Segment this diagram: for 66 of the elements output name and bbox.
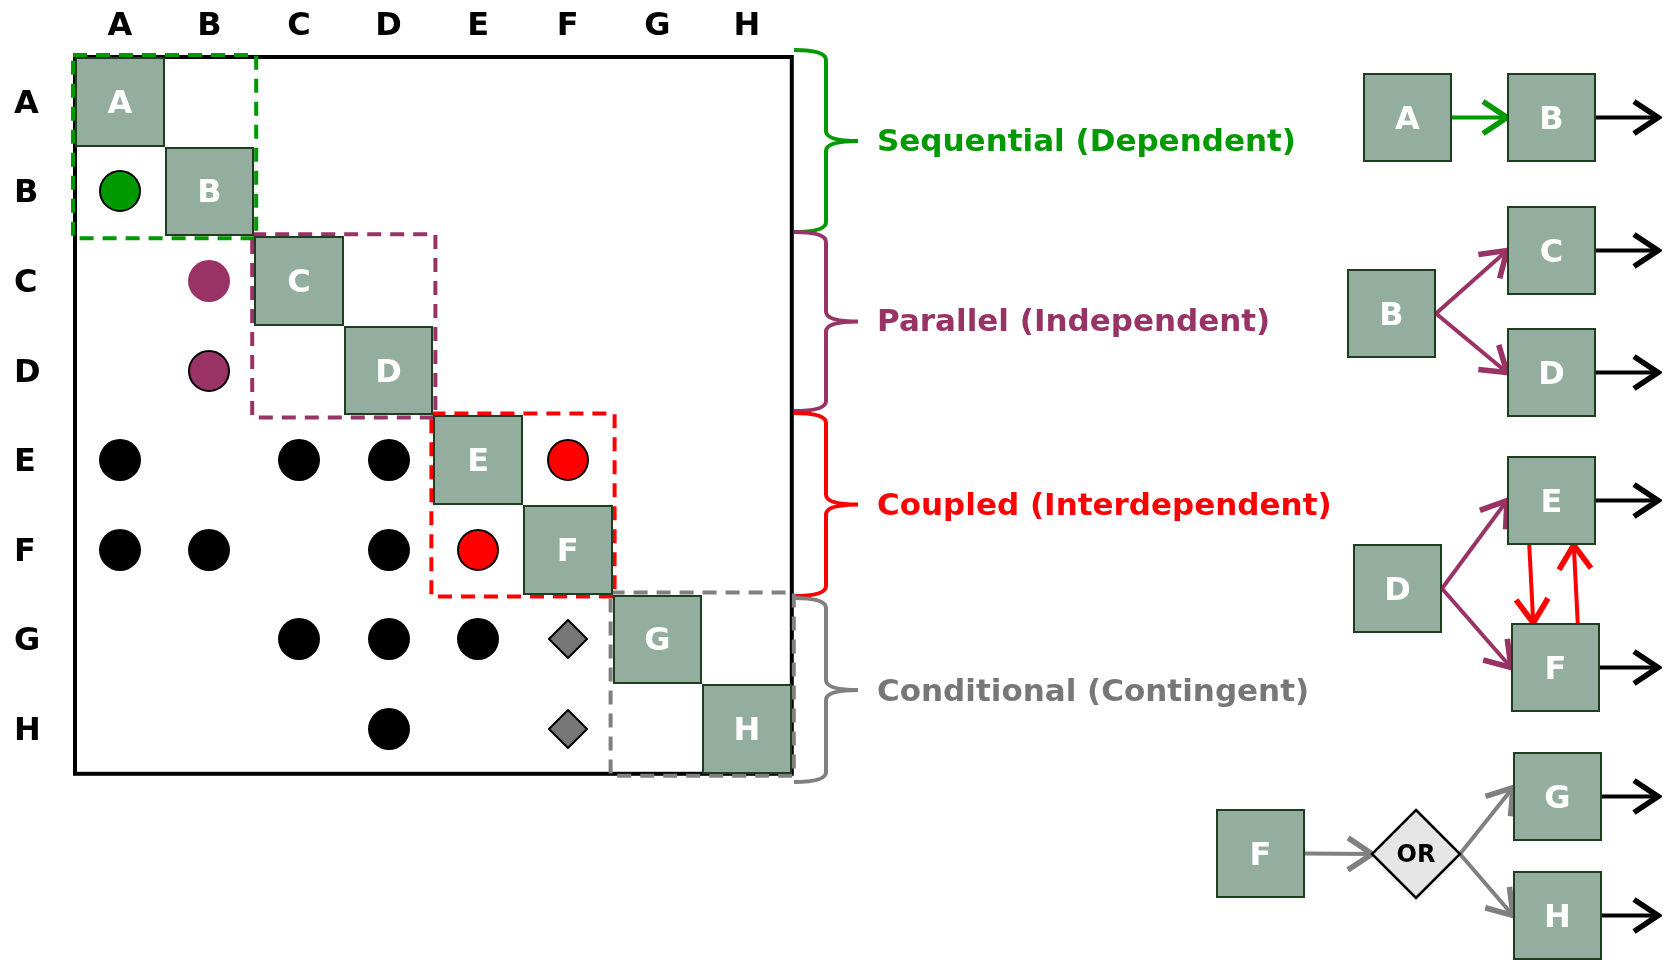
task-box: A: [1363, 73, 1452, 162]
dependency-dot: [367, 528, 410, 571]
task-box: F: [523, 505, 613, 595]
column-header: A: [107, 8, 133, 40]
arrow: [1305, 835, 1375, 873]
task-box: H: [702, 684, 792, 774]
arrow: [1596, 353, 1661, 392]
task-box: F: [1511, 623, 1600, 712]
row-header: D: [14, 354, 41, 387]
arrow: [1602, 777, 1661, 816]
task-box: D: [1507, 328, 1596, 417]
column-header: E: [467, 8, 490, 40]
dependency-dot: [278, 618, 320, 661]
row-header: G: [14, 623, 41, 656]
task-box: H: [1513, 871, 1602, 960]
task-box: B: [1507, 73, 1596, 162]
dependency-dot: [188, 260, 231, 302]
dependency-diamond: [547, 709, 588, 749]
dependency-dot: [367, 618, 410, 661]
task-box: B: [164, 146, 255, 237]
category-label: Conditional (Contingent): [877, 675, 1310, 706]
task-box: A: [75, 57, 165, 147]
row-header: H: [14, 713, 41, 745]
dependency-dot: [546, 439, 589, 482]
dependency-dot: [188, 528, 231, 571]
column-header: F: [556, 8, 579, 40]
dependency-dot: [278, 439, 320, 482]
arrow: [1596, 481, 1661, 520]
column-header: G: [644, 8, 671, 40]
dependency-dot: [457, 528, 500, 571]
task-box: E: [1507, 456, 1596, 545]
dependency-dot: [98, 439, 141, 482]
task-box: F: [1216, 809, 1305, 898]
row-header: B: [14, 175, 39, 208]
row-header: C: [14, 265, 38, 297]
column-header: B: [197, 8, 222, 40]
arrow: [1600, 648, 1661, 687]
dependency-dot: [457, 618, 500, 661]
dependency-dot: [367, 708, 410, 750]
column-header: D: [375, 8, 402, 40]
arrow: [1602, 896, 1661, 935]
dependency-dot: [98, 170, 141, 213]
task-box: G: [612, 594, 703, 685]
dependency-dot: [367, 439, 410, 482]
dependency-dot: [188, 349, 231, 392]
task-box: C: [1507, 206, 1596, 295]
column-header: C: [287, 8, 311, 40]
category-label: Coupled (Interdependent): [877, 489, 1332, 520]
task-box: D: [343, 325, 434, 416]
decision-diamond: OR: [1370, 808, 1462, 900]
task-box: C: [254, 236, 344, 326]
task-box: B: [1347, 269, 1436, 358]
task-box: G: [1513, 752, 1602, 841]
row-header: E: [14, 444, 36, 477]
category-label: Sequential (Dependent): [877, 125, 1296, 156]
arrow: [1513, 544, 1551, 626]
arrow: [1596, 98, 1661, 137]
task-box: D: [1353, 544, 1442, 633]
row-header: A: [14, 85, 39, 118]
task-box: E: [433, 415, 523, 505]
category-label: Parallel (Independent): [877, 305, 1271, 336]
dependency-diamond: [547, 619, 588, 660]
dependency-dot: [98, 528, 141, 571]
row-header: F: [14, 533, 36, 566]
arrow: [1596, 231, 1661, 270]
column-header: H: [733, 8, 761, 40]
